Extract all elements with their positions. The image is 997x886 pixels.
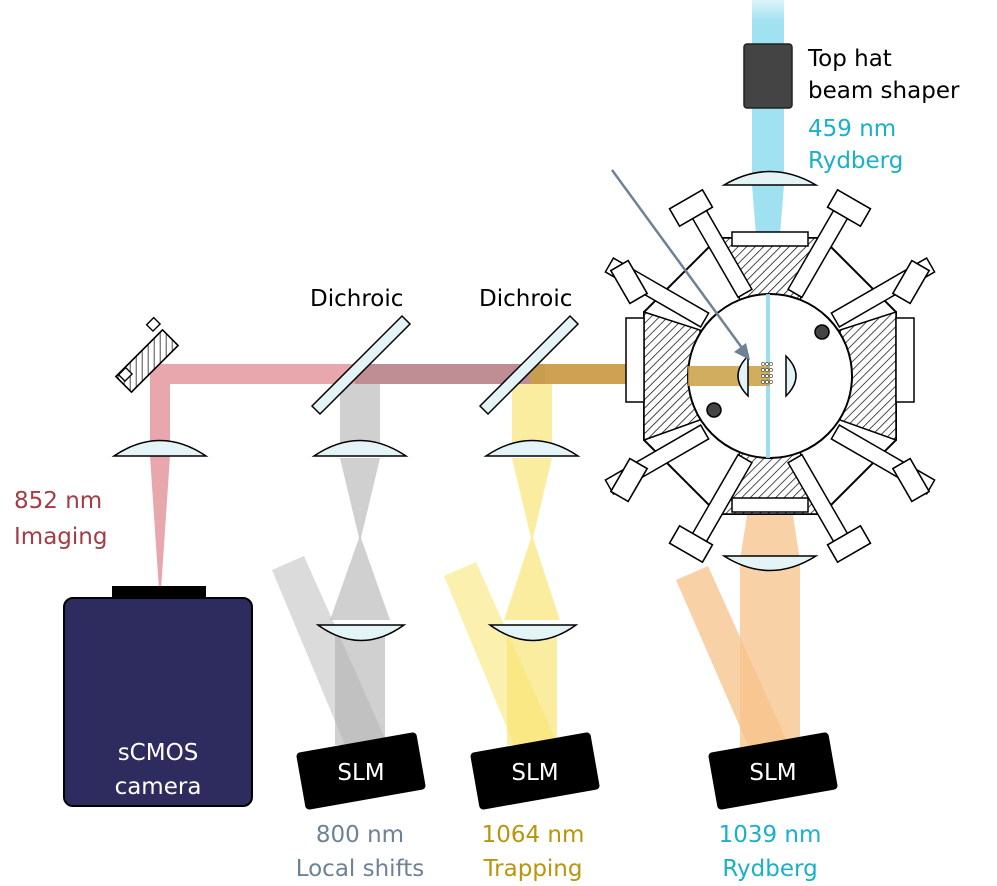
atom-pointer-arrow: [610, 169, 750, 360]
rydberg-459-wavelength: 459 nm: [808, 116, 896, 142]
trapping-name: Trapping: [483, 856, 583, 882]
local-shifts-name: Local shifts: [296, 856, 425, 882]
vacuum-chamber-icon: [604, 188, 936, 564]
lens-icon: [111, 439, 209, 457]
slm-label-1: SLM: [337, 760, 384, 786]
beam-800-expand: [330, 538, 390, 620]
lens-icon: [483, 439, 581, 457]
beam-800-oblique: [272, 556, 388, 745]
slm-label-2: SLM: [511, 760, 558, 786]
beam-800-lower: [335, 626, 385, 745]
slm-devices: [296, 732, 838, 810]
dichroic-mirrors: [310, 314, 580, 416]
top-hat-label-line1: Top hat: [807, 46, 892, 72]
rydberg-459-name: Rydberg: [808, 148, 903, 174]
slm-800: [296, 732, 426, 810]
beam-1064-expand: [504, 538, 560, 620]
camera-label-line1: sCMOS: [118, 740, 199, 766]
beam-852-vertical: [150, 384, 170, 450]
slm-1039: [708, 732, 838, 810]
trapping-wavelength: 1064 nm: [482, 822, 585, 848]
lens-icon: [487, 624, 579, 642]
dichroic-mirror-2: [478, 314, 580, 416]
beam-1064-oblique: [444, 562, 558, 745]
beam-800-vertical: [340, 384, 380, 452]
lens-icon: [721, 170, 819, 186]
local-shifts-wavelength: 800 nm: [316, 822, 404, 848]
beam-800-focus: [340, 458, 380, 538]
dichroic-mirror-1: [310, 314, 412, 416]
camera-label-line2: camera: [115, 774, 202, 800]
beam-852-to-camera: [150, 456, 170, 590]
rydberg-1039-name: Rydberg: [722, 856, 817, 882]
slm-label-3: SLM: [749, 760, 796, 786]
beam-1064-focus: [512, 458, 552, 538]
scmos-camera: [63, 586, 253, 807]
lens-icon: [315, 624, 407, 642]
imaging-wavelength: 852 nm: [14, 488, 102, 514]
top-hat-label-line2: beam shaper: [808, 78, 960, 104]
imaging-name: Imaging: [14, 524, 107, 550]
beams: [150, 0, 800, 750]
beam-1064-vertical: [512, 384, 552, 452]
hatched-mirror-icon: [114, 316, 180, 394]
lens-icon: [721, 555, 819, 572]
top-hat-beam-shaper: [743, 43, 793, 109]
dichroic-label-2: Dichroic: [479, 286, 572, 312]
rydberg-1039-wavelength: 1039 nm: [719, 822, 822, 848]
lens-icon: [311, 439, 409, 457]
slm-1064: [470, 732, 600, 810]
lenses: [111, 170, 819, 642]
beam-1039-vertical: [740, 560, 800, 750]
beam-800-overlap: [355, 364, 545, 384]
dichroic-label-1: Dichroic: [310, 286, 403, 312]
